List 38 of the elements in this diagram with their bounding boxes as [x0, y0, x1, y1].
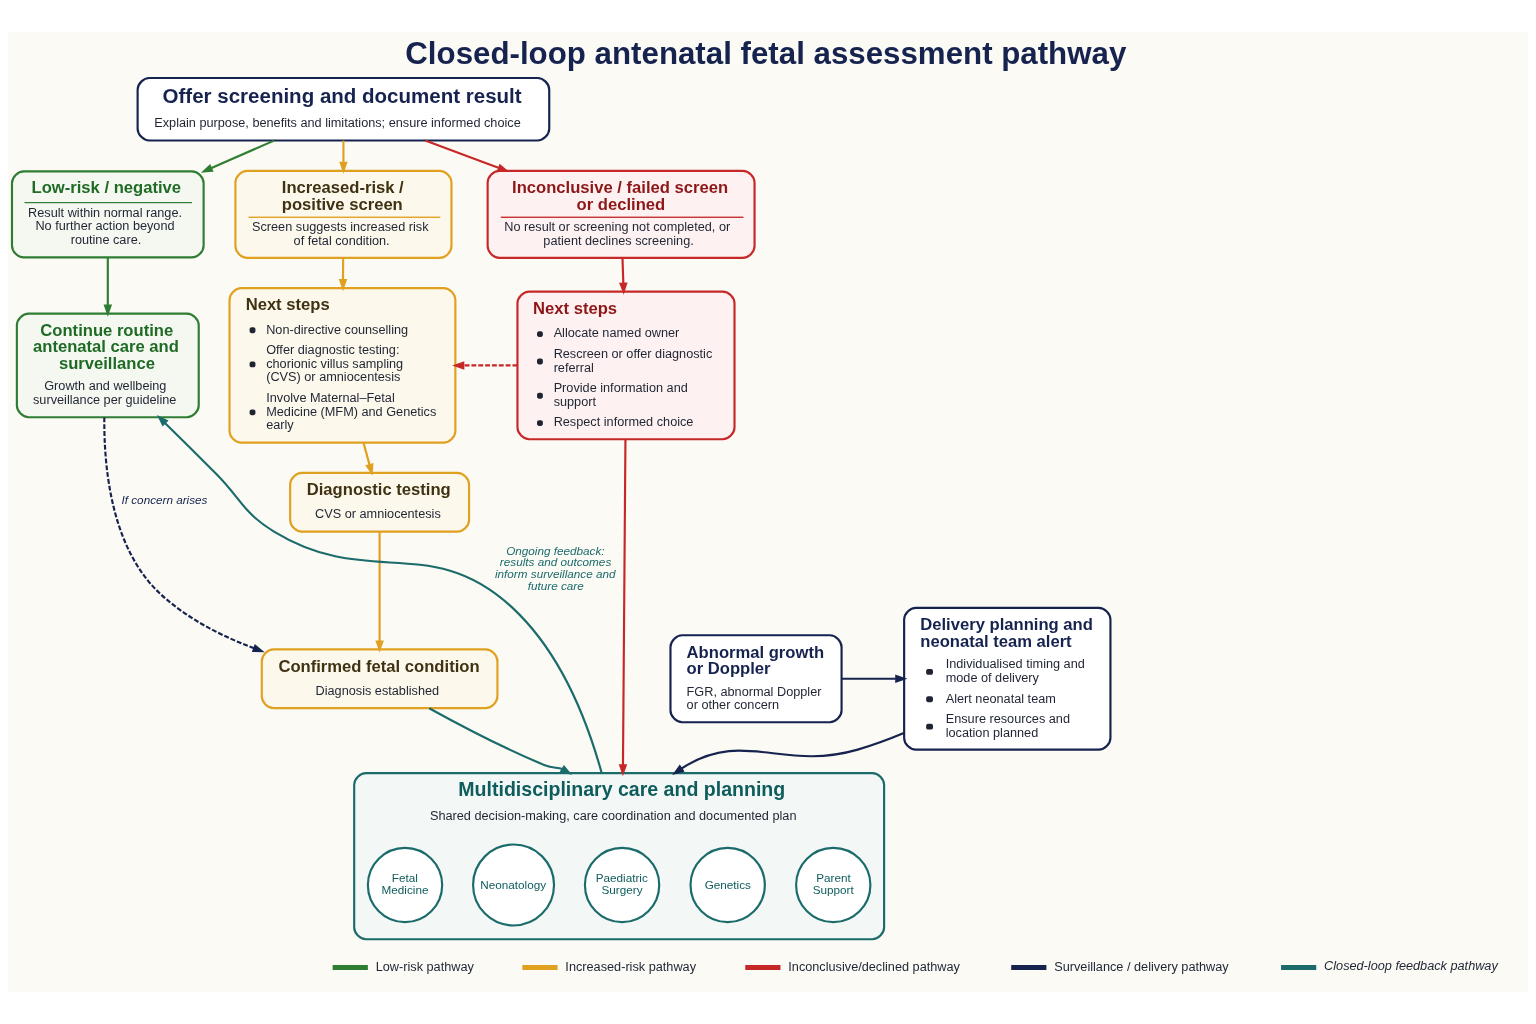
arrow [103, 417, 265, 653]
arrow [618, 439, 628, 777]
node-circle: Paediatric Surgery [583, 846, 661, 924]
arrow [338, 258, 348, 292]
node-box: Next steps Allocate named owner Rescreen or offer diagnostic referral Provide information and support Respect informed choice [516, 290, 736, 441]
node-box: Inconclusive / failed screen or declined No result or screening not completed, or patient declines screening. [486, 169, 756, 259]
legend-label: Low-risk pathway [375, 958, 474, 974]
node-box: Continue routine antenatal care and surveillance Growth and wellbeing surveillance per guideline [15, 312, 200, 419]
arrow [362, 442, 374, 476]
arrow [428, 707, 573, 775]
arrow [841, 674, 908, 683]
arrow [156, 415, 603, 774]
arrow [672, 732, 905, 775]
legend-label: Inconclusive/declined pathway [788, 958, 960, 974]
arrow [103, 257, 113, 317]
node-box: Abnormal growth or Doppler FGR, abnormal Doppler or other concern [669, 634, 843, 724]
diagram-title: Closed-loop antenatal fetal assessment pathway [405, 35, 1127, 71]
node-box: Next steps Non-directive counselling Offer diagnostic testing: chorionic villus sampling (CVS) or amniocentesis Involve Maternal–Fetal Medicine (MFM) and Genetics early [228, 287, 457, 444]
arrow [424, 139, 510, 172]
node-box: Offer screening and document result Explain purpose, benefits and limitations; ensure informed choice [136, 76, 551, 142]
node-circle: Neonatology [472, 843, 556, 927]
legend-label: Increased-risk pathway [565, 958, 696, 974]
edge-label: If concern arises [121, 493, 208, 507]
node-box: Delivery planning and neonatal team alert Individualised timing and mode of delivery Alert neonatal team Ensure resources and location planned [903, 606, 1112, 751]
node-box: Low-risk / negative Result within normal range. No further action beyond routine care. [10, 170, 205, 259]
node-box: Confirmed fetal condition Diagnosis established [260, 648, 499, 710]
arrow [452, 361, 518, 370]
node-circle: Parent Support [795, 846, 872, 924]
legend-label: Surveillance / delivery pathway [1054, 958, 1229, 974]
edge-label: Ongoing feedback: results and outcomes inform surveillance and future care [494, 543, 616, 592]
legend-label: Closed-loop feedback pathway [1324, 957, 1498, 973]
arrow [375, 531, 384, 653]
node-box: Diagnostic testing CVS or amniocentesis [289, 471, 471, 533]
node-circle: Fetal Medicine [366, 846, 444, 924]
arrow [339, 140, 348, 174]
node-circle: Genetics [689, 846, 766, 924]
node-box: Increased-risk / positive screen Screen suggests increased risk of fetal condition. [234, 169, 453, 259]
arrow [619, 258, 628, 295]
